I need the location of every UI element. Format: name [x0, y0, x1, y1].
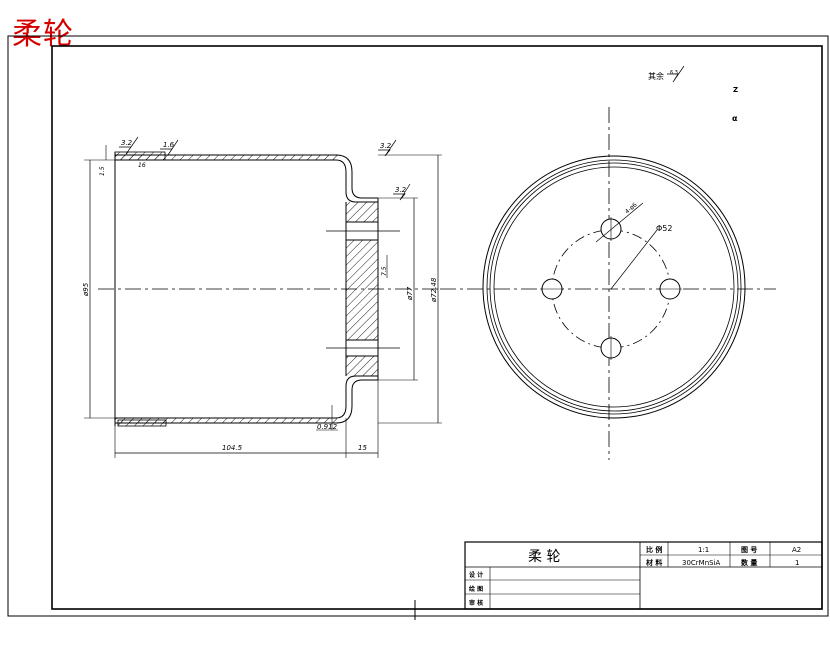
row-drawing: 绘 图	[469, 585, 483, 593]
cup-wall-top-hatch	[115, 155, 337, 160]
front-view: 4-ø6 Φ52	[440, 107, 776, 460]
diaphragm-top	[335, 154, 378, 199]
hub-hatch-upper	[346, 202, 378, 222]
teeth-zone-bottom	[117, 419, 167, 427]
dim-text-d7248: ø72.48	[430, 277, 438, 303]
leader-pcd	[610, 229, 658, 290]
hub-hatch-middle	[346, 240, 378, 340]
side-mark-2: α	[732, 114, 738, 123]
outer-circle-3	[489, 162, 739, 412]
title-block: 柔 轮 比 例 1:1 图 号 A2 材 料 30CrMnSiA 数 量 1 设…	[464, 541, 823, 610]
row-review: 审 核	[469, 599, 483, 607]
dim-text-tooth-width: 16	[138, 162, 146, 169]
roughness-symbol	[378, 139, 397, 157]
hub-hatch-lower	[346, 356, 378, 376]
material-label: 材 料	[645, 558, 662, 567]
section-view: ø95 1.5 16 3.2 1.6 3.2 3.2 ø72.48 ø77 7.…	[82, 136, 442, 458]
title-block-frame	[464, 541, 823, 610]
dim-text-thickness: 0.912	[317, 423, 338, 431]
drawing-no-label: 图 号	[741, 545, 757, 554]
roughness-2: 1.6	[163, 141, 175, 149]
inner-frame	[51, 45, 823, 610]
scale-label: 比 例	[646, 545, 662, 554]
material-value: 30CrMnSiA	[682, 559, 721, 567]
other-finish-value: 6.3	[670, 70, 678, 76]
quantity-label: 数 量	[741, 558, 757, 567]
teeth-zone-top	[114, 151, 166, 161]
outer-circle-2	[486, 159, 742, 415]
roughness-1: 3.2	[121, 139, 133, 147]
dim-text-d95: ø95	[82, 282, 90, 297]
roughness-symbol	[160, 139, 179, 156]
drawing-no-value: A2	[792, 546, 801, 554]
leader-hole-size	[595, 202, 644, 243]
diaphragm-bottom-inner	[335, 375, 378, 419]
roughness-symbol	[119, 136, 139, 155]
outer-circle-1	[482, 155, 746, 419]
dim-text-length: 104.5	[222, 444, 243, 452]
outer-circle-4	[493, 166, 735, 408]
other-finish-label: 其余	[648, 71, 664, 81]
outer-border	[7, 35, 829, 617]
dim-text-flange: 15	[358, 444, 367, 452]
row-design: 设 计	[469, 571, 483, 579]
label-hole-size: 4-ø6	[624, 201, 639, 215]
label-pcd: Φ52	[656, 224, 672, 233]
roughness-3: 3.2	[380, 142, 392, 150]
quantity-value: 1	[795, 559, 799, 567]
dim-text-hole: 7.5	[381, 266, 388, 276]
dim-text-tooth-h: 1.5	[99, 166, 106, 176]
part-name: 柔 轮	[528, 549, 560, 565]
diaphragm-bottom	[335, 379, 378, 424]
other-finish-symbol	[667, 65, 685, 83]
diaphragm-top-inner	[335, 159, 378, 203]
corner-title: 柔轮	[12, 17, 74, 52]
side-mark-1: Z	[733, 86, 738, 94]
cup-wall-bottom-hatch	[115, 418, 337, 423]
dim-text-d77: ø77	[406, 286, 414, 301]
roughness-4: 3.2	[395, 186, 407, 194]
roughness-symbol	[393, 183, 411, 201]
scale-value: 1:1	[698, 546, 709, 554]
